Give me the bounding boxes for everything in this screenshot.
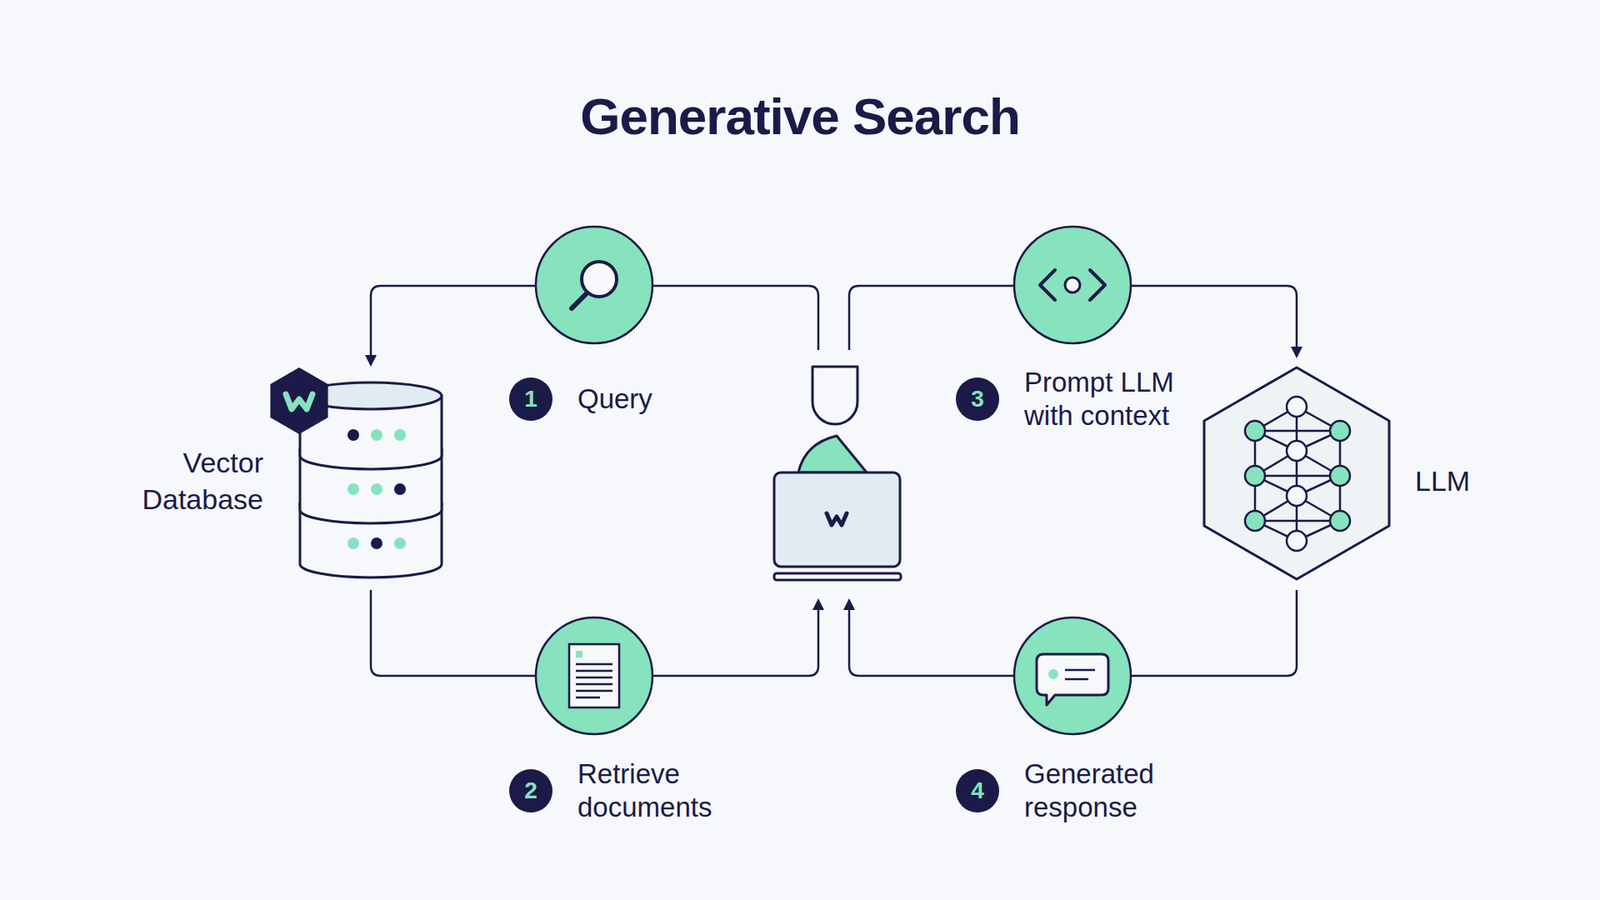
title: Generative Search bbox=[0, 85, 1600, 149]
code-icon bbox=[1040, 270, 1105, 300]
node-label: LLM bbox=[1415, 463, 1515, 499]
step-label: Prompt LLM with context bbox=[1024, 365, 1208, 433]
step-icon bbox=[535, 226, 1131, 735]
step-label: Query bbox=[577, 382, 745, 416]
database-node: Vector Database bbox=[225, 362, 450, 592]
chat-icon bbox=[1036, 654, 1109, 705]
document-icon bbox=[569, 644, 620, 708]
callout-number: 4 bbox=[955, 769, 1000, 813]
wire bbox=[370, 285, 1297, 676]
user-laptop bbox=[774, 366, 901, 580]
callout-number: 2 bbox=[509, 769, 553, 813]
node-label: Vector Database bbox=[91, 444, 264, 518]
callout-number: 1 bbox=[509, 377, 553, 421]
llm-node: LLM bbox=[1200, 363, 1394, 584]
callout-number: 3 bbox=[955, 377, 1000, 421]
search-icon bbox=[571, 261, 617, 309]
step-label: Generated response bbox=[1024, 757, 1200, 825]
arrowhead bbox=[365, 346, 1303, 610]
step-label: Retrieve documents bbox=[577, 757, 745, 825]
llm-icon bbox=[1200, 363, 1394, 584]
